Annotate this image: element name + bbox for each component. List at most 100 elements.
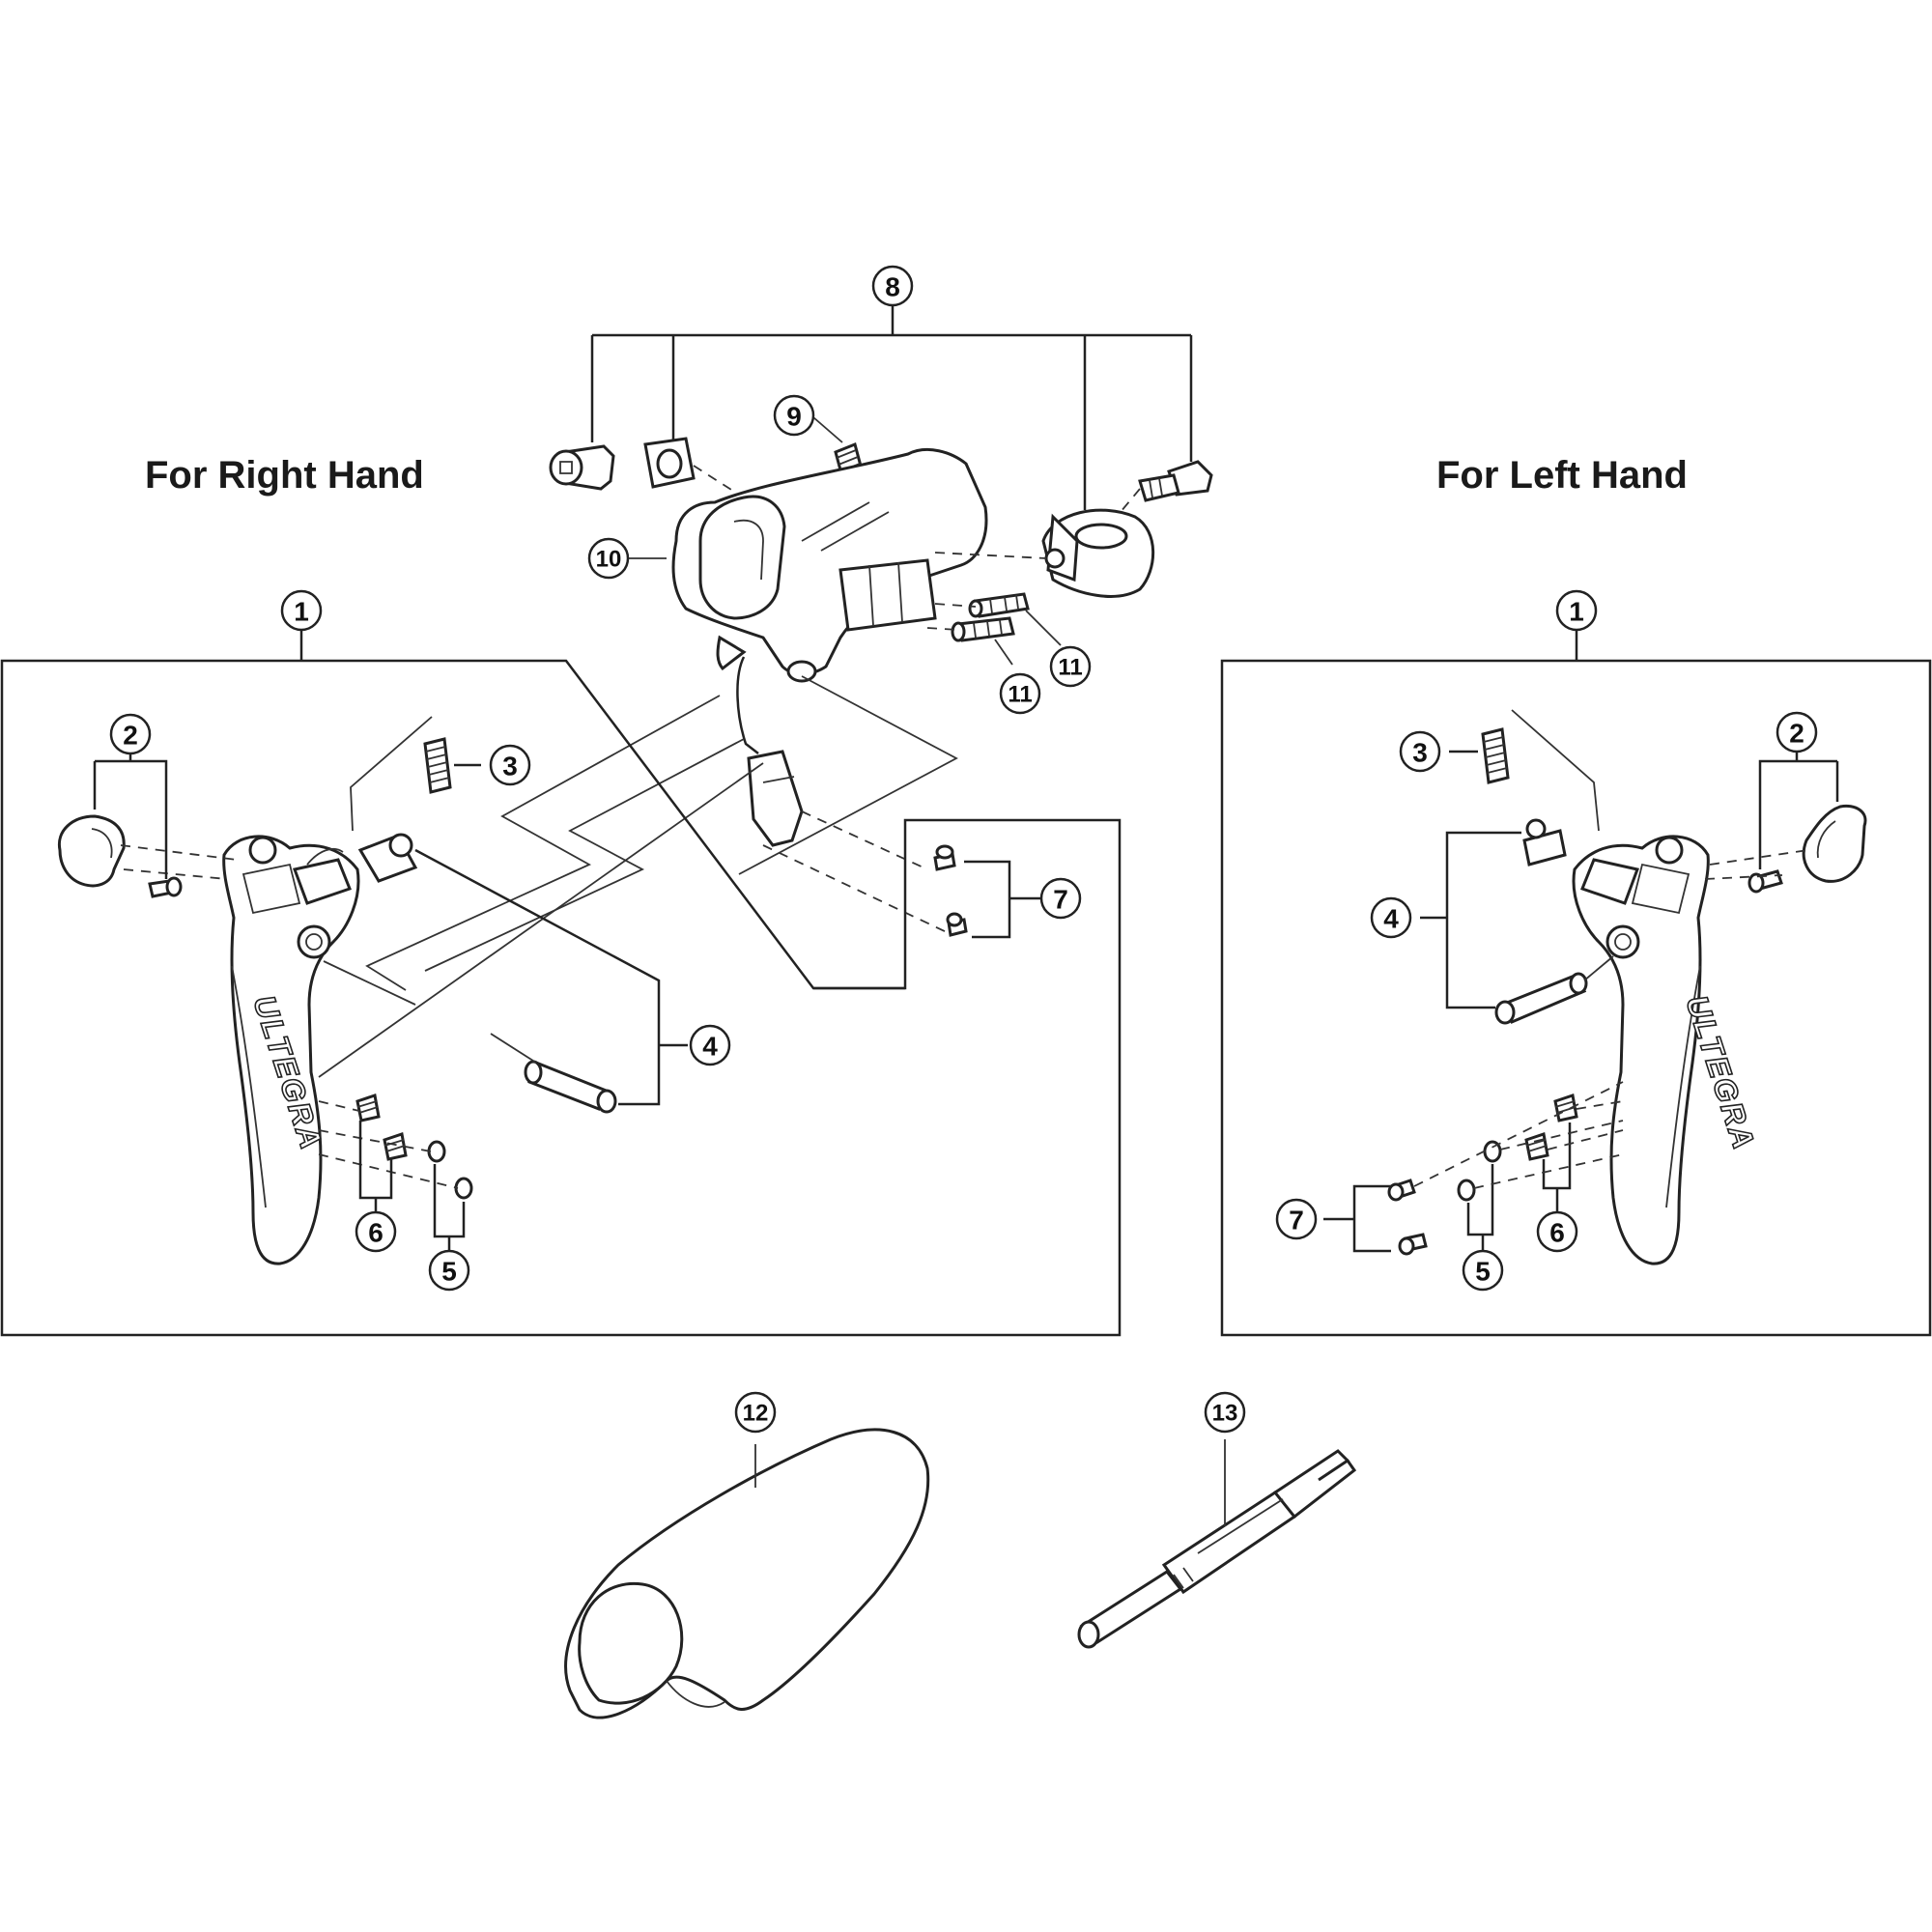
left-lever-cap-part bbox=[1802, 804, 1867, 883]
left-cap-screw-part bbox=[1747, 869, 1783, 894]
callout-circle bbox=[1536, 1210, 1578, 1253]
callout-number: 7 bbox=[1289, 1206, 1304, 1236]
callout-circle bbox=[587, 537, 630, 580]
callout-accessories-2: 13 bbox=[1204, 1391, 1246, 1434]
callout-number: 1 bbox=[1569, 597, 1584, 627]
callout-number: 11 bbox=[1008, 682, 1032, 708]
callout-number: 5 bbox=[441, 1257, 457, 1287]
right-pivot-pin-part bbox=[524, 1060, 617, 1114]
callout-bracket-2: 9 bbox=[773, 394, 815, 437]
callout-number: 4 bbox=[702, 1032, 718, 1062]
callout-right-hand-1: 1 bbox=[280, 589, 323, 632]
callout-number: 5 bbox=[1475, 1257, 1491, 1287]
callout-circle bbox=[1275, 1198, 1318, 1240]
callout-bracket-4: 11 bbox=[1049, 645, 1092, 688]
callout-accessories-1: 12 bbox=[734, 1391, 777, 1434]
callout-number: 4 bbox=[1383, 904, 1399, 934]
callout-number: 8 bbox=[885, 272, 900, 302]
callout-number: 13 bbox=[1212, 1401, 1238, 1427]
callout-circle bbox=[1370, 896, 1412, 939]
left-ering-part bbox=[1522, 818, 1567, 867]
callout-circle bbox=[109, 713, 152, 755]
cable-pin-upper bbox=[968, 592, 1030, 618]
callout-left-hand-4: 4 bbox=[1370, 896, 1412, 939]
left-small-spring-lower bbox=[1524, 1132, 1549, 1161]
left-small-spring-upper bbox=[1553, 1094, 1578, 1122]
callout-right-hand-6: 6 bbox=[355, 1210, 397, 1253]
callout-right-hand-7: 7 bbox=[1039, 877, 1082, 920]
right-small-spring-upper bbox=[355, 1094, 381, 1122]
right-spring-part bbox=[423, 737, 452, 794]
right-screw-upper bbox=[933, 844, 956, 871]
right-hand-panel: ULTEGRA bbox=[0, 628, 1122, 1337]
right-lever-part: ULTEGRA bbox=[222, 835, 360, 1265]
callout-left-hand-3: 3 bbox=[1399, 730, 1441, 773]
callout-number: 9 bbox=[786, 402, 802, 432]
callout-left-hand-6: 6 bbox=[1536, 1210, 1578, 1253]
callout-left-hand-1: 1 bbox=[1555, 589, 1598, 632]
bracket-body-part bbox=[671, 447, 988, 683]
right-screw-lower bbox=[946, 912, 968, 937]
right-washer-upper bbox=[427, 1140, 446, 1163]
callout-number: 1 bbox=[294, 597, 309, 627]
bracket-cover-part bbox=[564, 1428, 930, 1719]
callout-circle bbox=[871, 265, 914, 307]
callout-circle bbox=[1462, 1249, 1504, 1292]
callout-number: 6 bbox=[1549, 1218, 1565, 1248]
cable-pin-lower bbox=[951, 616, 1015, 642]
left-screw-lower bbox=[1398, 1233, 1428, 1256]
callout-number: 6 bbox=[368, 1218, 384, 1248]
callout-bracket-1: 8 bbox=[871, 265, 914, 307]
callout-right-hand-5: 5 bbox=[428, 1249, 470, 1292]
left-pivot-pin-part bbox=[1494, 972, 1588, 1025]
callout-circle bbox=[1776, 711, 1818, 753]
callout-circle bbox=[489, 744, 531, 786]
callout-number: 7 bbox=[1053, 885, 1068, 915]
callout-circle bbox=[280, 589, 323, 632]
callout-right-hand-4: 4 bbox=[689, 1024, 731, 1066]
service-tool-part bbox=[1077, 1439, 1357, 1649]
left-spring-part bbox=[1481, 727, 1510, 784]
callout-number: 3 bbox=[1412, 738, 1428, 768]
bracket-group-line bbox=[590, 304, 1193, 510]
heading-left-hand: For Left Hand bbox=[1436, 454, 1688, 497]
callout-circle bbox=[428, 1249, 470, 1292]
nut-plate-part bbox=[643, 437, 696, 489]
fixing-bolt-part bbox=[549, 444, 615, 491]
right-washer-lower bbox=[454, 1177, 473, 1200]
callout-number: 2 bbox=[1789, 719, 1804, 749]
callout-number: 3 bbox=[502, 752, 518, 781]
callout-number: 11 bbox=[1058, 655, 1082, 681]
callout-circle bbox=[734, 1391, 777, 1434]
callout-circle bbox=[999, 672, 1041, 715]
left-lever-part: ULTEGRA bbox=[1572, 835, 1763, 1265]
right-small-spring-lower bbox=[383, 1132, 408, 1161]
clamp-bolt-part bbox=[1138, 460, 1213, 502]
callout-circle bbox=[1049, 645, 1092, 688]
callout-circle bbox=[1204, 1391, 1246, 1434]
callout-right-hand-3: 3 bbox=[489, 744, 531, 786]
right-ering-part bbox=[357, 833, 418, 883]
bracket-assembly bbox=[549, 304, 1213, 847]
callout-number: 12 bbox=[743, 1401, 769, 1427]
callout-circle bbox=[355, 1210, 397, 1253]
right-cap-screw-part bbox=[148, 876, 183, 898]
callout-circle bbox=[773, 394, 815, 437]
callout-circle bbox=[1555, 589, 1598, 632]
callout-number: 2 bbox=[123, 721, 138, 751]
heading-right-hand: For Right Hand bbox=[145, 454, 424, 497]
bracket-guide-lines bbox=[318, 675, 958, 1078]
callout-left-hand-2: 2 bbox=[1776, 711, 1818, 753]
callout-bracket-3: 10 bbox=[587, 537, 630, 580]
callout-circle bbox=[1039, 877, 1082, 920]
left-screw-upper bbox=[1387, 1179, 1416, 1202]
left-washer-lower bbox=[1457, 1179, 1476, 1202]
callout-left-hand-7: 7 bbox=[1275, 1198, 1318, 1240]
callout-circle bbox=[689, 1024, 731, 1066]
callout-bracket-5: 11 bbox=[999, 672, 1041, 715]
callout-right-hand-2: 2 bbox=[109, 713, 152, 755]
callout-left-hand-5: 5 bbox=[1462, 1249, 1504, 1292]
callout-number: 10 bbox=[596, 547, 622, 573]
